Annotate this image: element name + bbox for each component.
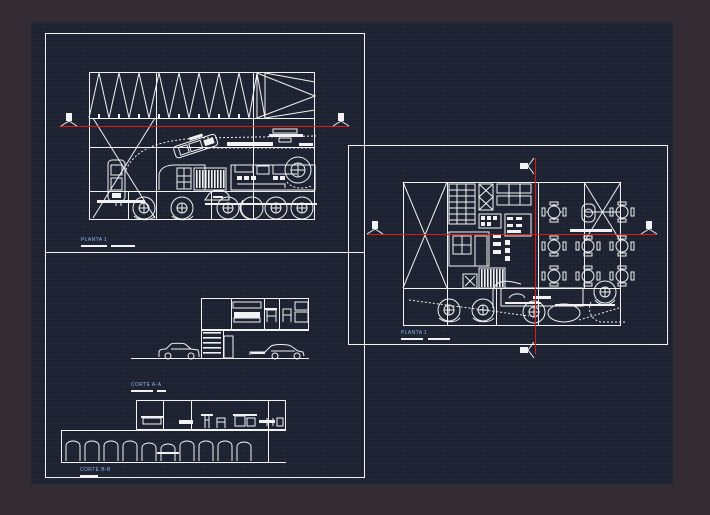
label-underline-aa-b <box>157 390 166 392</box>
section-bb-partition-3 <box>268 400 269 462</box>
label-underline-site-plan-a <box>81 245 107 247</box>
section-bb-upper-furniture <box>141 414 284 428</box>
site-plan-vertical-wall-a <box>156 72 157 220</box>
site-plan-roof-unit <box>269 128 303 143</box>
site-plan-vertical-wall-d <box>128 191 129 220</box>
floor-plan-curved-wall <box>492 280 522 308</box>
section-axis-line-floor-plan-horizontal <box>367 234 657 235</box>
section-bb-left-wall <box>61 430 62 462</box>
floor-plan-wall-left <box>447 182 448 326</box>
site-plan-truss-nodes <box>98 114 240 118</box>
site-plan-roof-truss <box>88 72 317 119</box>
section-aa-inner-wall-2 <box>264 298 265 330</box>
floor-plan-stair <box>462 267 506 289</box>
floor-plan-wall-right <box>584 182 585 288</box>
label-underline-aa-a <box>131 390 153 392</box>
section-aa-furniture <box>232 301 309 323</box>
section-aa-door <box>223 335 234 359</box>
site-plan-round-feature <box>284 156 312 189</box>
section-marker-right-plan <box>640 221 658 235</box>
model-space-canvas[interactable]: PLANTA 1 <box>31 22 673 484</box>
site-plan-drive-path <box>125 135 317 171</box>
section-marker-top-plan <box>520 157 535 175</box>
section-aa-inner-wall-3 <box>279 298 280 330</box>
floor-plan-wall-interior <box>496 288 497 326</box>
label-underline-floor-plan-b <box>428 338 450 340</box>
section-bb-upper-volume <box>136 400 286 430</box>
section-aa-car-left <box>158 342 200 360</box>
site-plan-building-outline <box>89 72 315 220</box>
section-bb-partition-2 <box>191 400 192 430</box>
section-aa-inner-wall <box>231 298 232 330</box>
floor-plan-dining-tables <box>541 201 635 287</box>
section-axis-line-site-plan <box>59 126 349 127</box>
site-plan-trees <box>132 189 317 221</box>
label-site-plan: PLANTA 1 <box>81 237 108 243</box>
floor-plan-outline <box>403 182 621 326</box>
site-plan-parking-bar <box>97 200 145 203</box>
label-section-aa: CORTE A-A <box>131 382 162 388</box>
section-aa-stair <box>203 332 221 354</box>
floor-plan-wall-mid <box>538 182 539 326</box>
section-aa-ground-line <box>131 358 309 359</box>
site-plan-lower-wall <box>89 191 315 192</box>
viewport-floor-plan[interactable] <box>348 145 668 345</box>
floor-plan-left-bay-cross <box>402 181 448 289</box>
section-bb-partition-1 <box>163 400 164 430</box>
site-plan-truss-baseline <box>89 118 315 119</box>
section-bb-seating <box>65 440 252 461</box>
section-aa-floor-slab <box>201 330 309 331</box>
section-marker-right-top <box>332 113 350 127</box>
site-plan-car-vertical <box>107 159 126 206</box>
label-section-bb: CORTE B-B <box>80 467 111 473</box>
section-bb-ground-line <box>61 462 286 463</box>
floor-plan-trees <box>408 293 620 324</box>
floor-plan-service-core <box>448 183 532 267</box>
section-aa-car-right <box>249 344 305 360</box>
label-underline-site-plan-b <box>111 245 135 247</box>
site-plan-parked-row <box>227 142 313 146</box>
site-plan-vertical-wall-c <box>211 191 212 220</box>
section-bb-floor-slab <box>61 430 286 431</box>
viewport-sections[interactable] <box>45 252 365 478</box>
section-marker-bottom-plan <box>520 341 535 359</box>
label-underline-bb-a <box>80 475 98 477</box>
label-floor-plan: PLANTA 1 <box>401 330 428 336</box>
section-aa-left-wall-lower <box>201 330 202 358</box>
section-marker-left-plan <box>366 221 384 235</box>
site-plan-building-interior <box>158 164 316 191</box>
floor-plan-counter <box>500 287 584 307</box>
label-underline-floor-plan-a <box>401 338 423 340</box>
site-plan-car-angled <box>173 133 219 159</box>
section-marker-left-top <box>60 113 78 127</box>
section-axis-line-floor-plan-vertical <box>535 158 536 354</box>
